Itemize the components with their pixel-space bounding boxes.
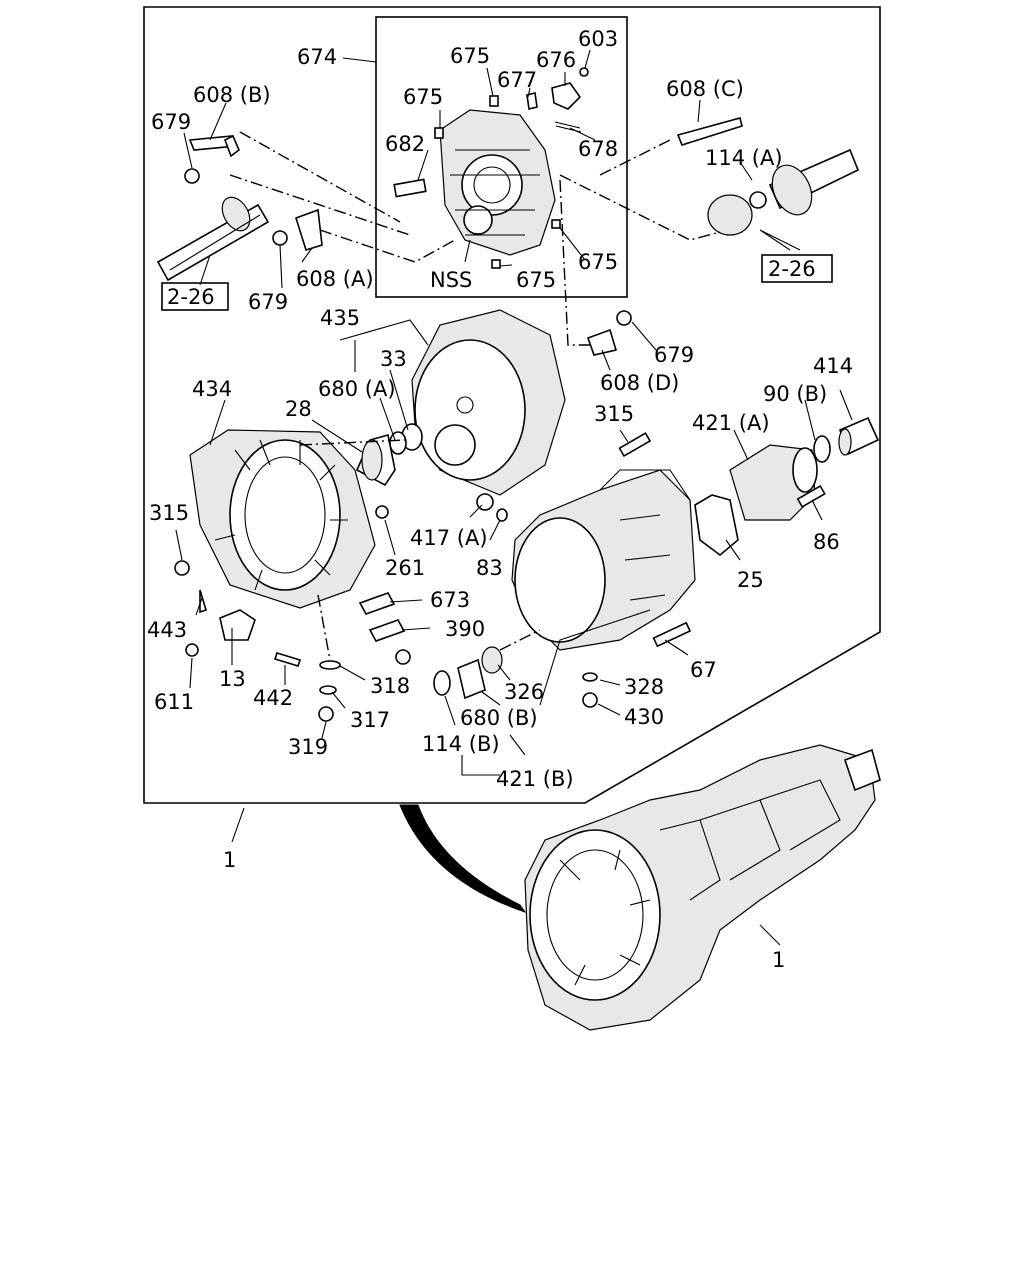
- bushing-414-seal-90b: [813, 416, 880, 463]
- callout-25: 25: [737, 568, 764, 592]
- callout-86: 86: [813, 530, 840, 554]
- rear-cover-674: [439, 109, 556, 256]
- callout-676: 676: [536, 48, 576, 72]
- bolt-679-left: [184, 168, 200, 184]
- cover-small-parts: [393, 67, 589, 269]
- ref-box-2-26-right: [761, 254, 833, 283]
- inset-box-674: [375, 16, 628, 298]
- bearing-retainer-28: [355, 433, 396, 487]
- shift-fork-608d: [586, 310, 632, 356]
- callout-1-left: 1: [223, 848, 236, 872]
- callout-315-top: 315: [594, 402, 634, 426]
- shift-fork-608a: [272, 208, 323, 252]
- callout-33: 33: [380, 347, 407, 371]
- callout-679-left: 679: [248, 290, 288, 314]
- callout-labels: 674 675 603 676 677 675 682 678 608 (B) …: [147, 27, 853, 972]
- callout-435: 435: [320, 306, 360, 330]
- leader-lines: [175, 49, 853, 946]
- callout-28: 28: [285, 397, 312, 421]
- callout-326: 326: [504, 680, 544, 704]
- front-cover-435: [411, 309, 566, 496]
- callout-114a: 114 (A): [705, 146, 783, 170]
- callout-674: 674: [297, 45, 337, 69]
- callout-680a: 680 (A): [318, 377, 396, 401]
- callout-611: 611: [154, 690, 194, 714]
- seals-33-680a: [389, 423, 423, 455]
- bolts-misc: [174, 432, 826, 722]
- clutch-housing-434: [189, 429, 376, 609]
- callout-390: 390: [445, 617, 485, 641]
- callout-414: 414: [813, 354, 853, 378]
- parts-frame: [143, 6, 881, 804]
- callout-13: 13: [219, 667, 246, 691]
- callout-603: 603: [578, 27, 618, 51]
- callout-90b: 90 (B): [763, 382, 827, 406]
- callout-nss: NSS: [430, 268, 472, 292]
- callout-677: 677: [497, 68, 537, 92]
- callout-679-right: 679: [654, 343, 694, 367]
- callout-83: 83: [476, 556, 503, 580]
- callout-682: 682: [385, 132, 425, 156]
- callout-430: 430: [624, 705, 664, 729]
- callout-608d: 608 (D): [600, 371, 679, 395]
- callout-678: 678: [578, 137, 618, 161]
- callout-673: 673: [430, 588, 470, 612]
- callout-434: 434: [192, 377, 232, 401]
- ref-2-26-left: 2-26: [167, 285, 215, 309]
- callout-680b: 680 (B): [460, 706, 538, 730]
- callout-675-top: 675: [450, 44, 490, 68]
- callout-675-left: 675: [403, 85, 443, 109]
- transmission-case: [511, 469, 696, 651]
- gasket-25: [694, 494, 739, 557]
- callout-315-left: 315: [149, 501, 189, 525]
- callout-1-right: 1: [772, 948, 785, 972]
- callout-421b: 421 (B): [496, 767, 574, 791]
- callout-114b: 114 (B): [422, 732, 500, 756]
- input-shaft-left: [156, 196, 270, 282]
- shift-rail-608b: [188, 134, 240, 158]
- callout-608a: 608 (A): [296, 267, 374, 291]
- callout-679-top-left: 679: [151, 110, 191, 134]
- callout-328: 328: [624, 675, 664, 699]
- callout-318: 318: [370, 674, 410, 698]
- callout-67: 67: [690, 658, 717, 682]
- assembled-transmission-1: [524, 744, 881, 1031]
- callout-675-bottom: 675: [516, 268, 556, 292]
- ref-box-2-26-left: [161, 282, 229, 311]
- callout-608c: 608 (C): [666, 77, 744, 101]
- callout-442: 442: [253, 686, 293, 710]
- ref-2-26-right: 2-26: [768, 257, 816, 281]
- callout-675-right: 675: [578, 250, 618, 274]
- output-shaft-right: [707, 148, 860, 236]
- callout-421a: 421 (A): [692, 411, 770, 435]
- extension-housing-421a: [729, 444, 818, 521]
- callout-417a: 417 (A): [410, 526, 488, 550]
- assembly-arrow: [399, 804, 527, 913]
- shift-rail-608c: [676, 117, 743, 146]
- callout-608b: 608 (B): [193, 83, 271, 107]
- assembly-lines: [229, 131, 721, 661]
- callout-443: 443: [147, 618, 187, 642]
- callout-317: 317: [350, 708, 390, 732]
- callout-261: 261: [385, 556, 425, 580]
- callout-319: 319: [288, 735, 328, 759]
